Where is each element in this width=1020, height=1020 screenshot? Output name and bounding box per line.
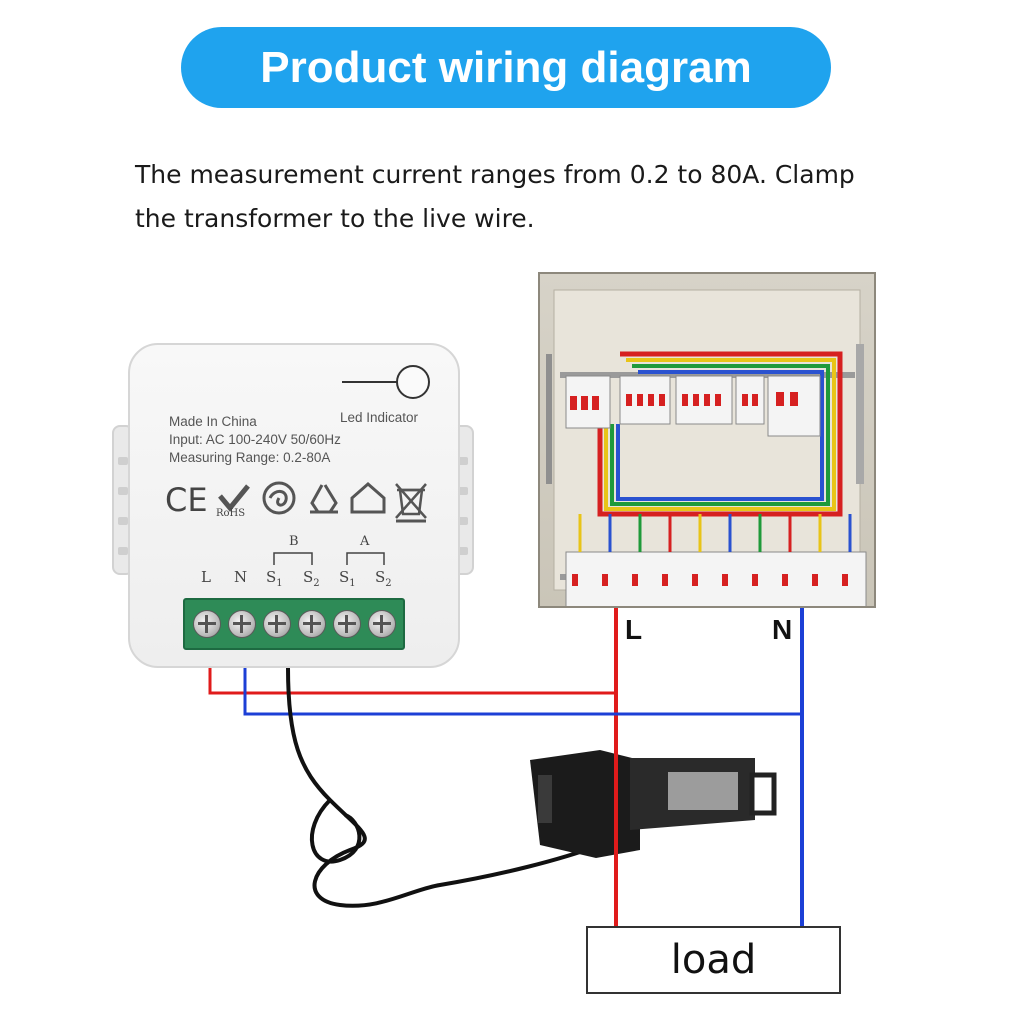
screw-n[interactable] [227, 610, 256, 638]
terminal-block [183, 598, 405, 650]
ce-mark: CE [165, 481, 208, 519]
screw-a-s2[interactable] [367, 610, 396, 638]
distribution-panel-photo [538, 272, 876, 608]
terminal-a-s1-label: S1 [339, 568, 356, 589]
terminal-l-label: L [201, 568, 211, 586]
live-label: L [625, 614, 643, 645]
ct-cable-loop [310, 798, 362, 864]
made-in-label: Made In China [169, 414, 257, 429]
ct-cable [286, 666, 602, 908]
rohs-mark: RoHS [216, 508, 246, 519]
screw-a-s1[interactable] [332, 610, 361, 638]
description: The measurement current ranges from 0.2 … [135, 153, 915, 241]
terminal-b-s2-label: S2 [303, 568, 320, 589]
load-box: load [586, 926, 841, 994]
live-wire [208, 668, 616, 695]
neutral-label: N [772, 614, 793, 645]
panel-illustration [546, 289, 867, 606]
screw-b-s2[interactable] [297, 610, 326, 638]
input-spec-label: Input: AC 100-240V 50/60Hz [169, 432, 341, 447]
neutral-wire [243, 668, 802, 716]
led-indicator-label: Led Indicator [340, 410, 419, 425]
group-b-label: B [289, 534, 299, 549]
load-label: load [670, 937, 757, 983]
terminal-a-s2-label: S2 [375, 568, 392, 589]
terminal-n-label: N [234, 568, 248, 586]
screw-l[interactable] [192, 610, 221, 638]
title-banner: Product wiring diagram [181, 27, 831, 108]
screw-b-s1[interactable] [262, 610, 291, 638]
group-a-label: A [360, 534, 370, 549]
page-title: Product wiring diagram [260, 42, 752, 92]
description-line-2: the transformer to the live wire. [135, 204, 535, 233]
measuring-range-label: Measuring Range: 0.2-80A [169, 450, 331, 465]
description-line-1: The measurement current ranges from 0.2 … [135, 160, 855, 189]
terminal-b-s1-label: S1 [266, 568, 283, 589]
